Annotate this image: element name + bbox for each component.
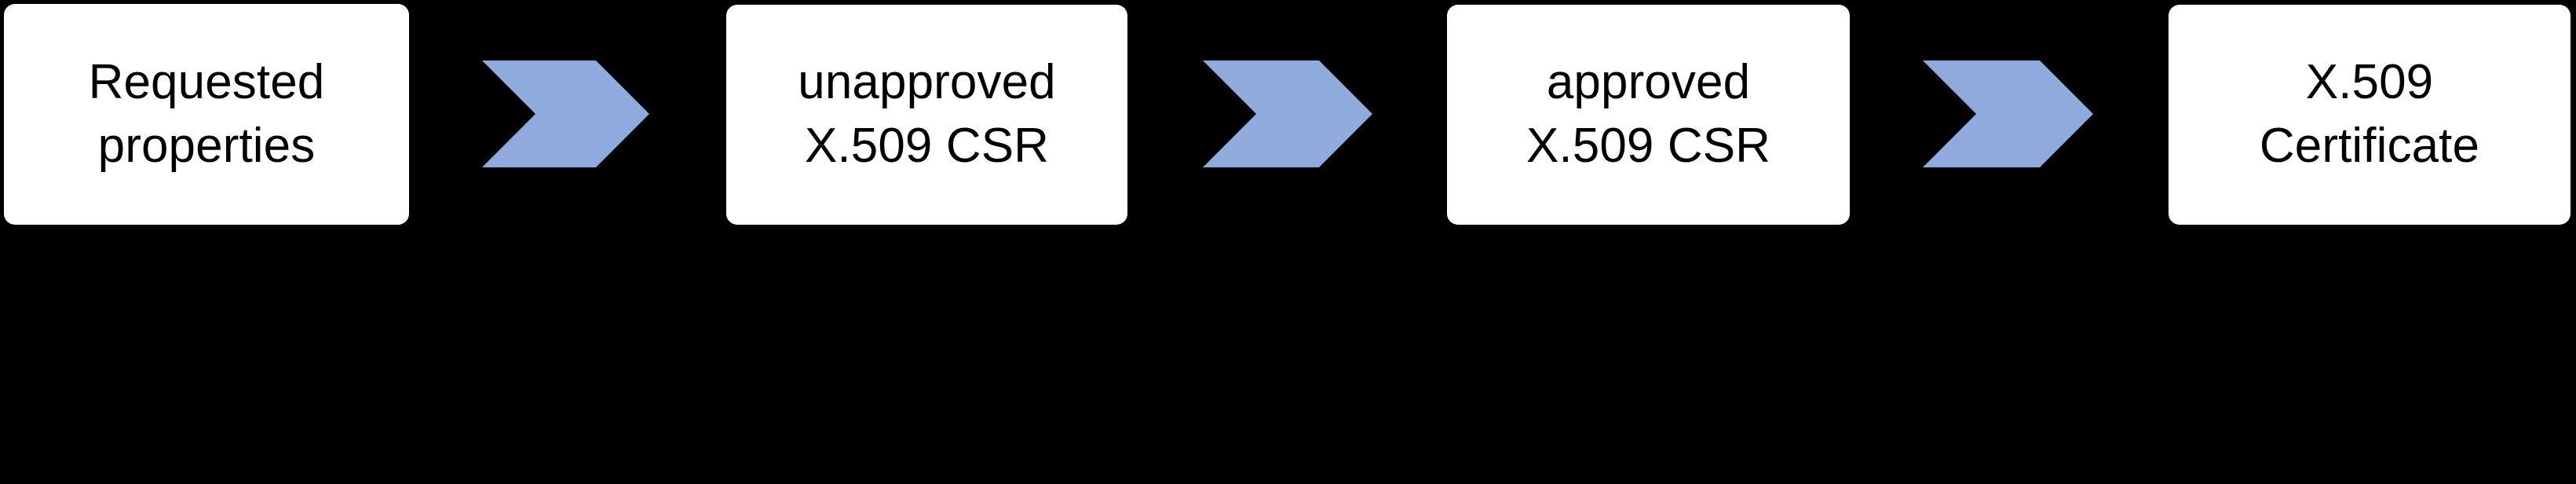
process-node-requested-properties[interactable]: Requested properties bbox=[4, 4, 409, 225]
chevron-right-icon bbox=[1203, 60, 1372, 167]
node-label-line-1: approved bbox=[1546, 55, 1751, 110]
process-node-x509-certificate[interactable]: X.509 Certificate bbox=[2169, 5, 2571, 225]
node-label-line-1: X.509 bbox=[2305, 55, 2434, 110]
node-label-line-1: Requested bbox=[88, 54, 325, 109]
node-label-line-2: X.509 CSR bbox=[1526, 119, 1771, 173]
chevron-right-icon bbox=[1923, 60, 2093, 167]
process-node-unapproved-csr[interactable]: unapproved X.509 CSR bbox=[726, 5, 1127, 225]
node-label-line-2: Certificate bbox=[2259, 119, 2480, 173]
node-label-line-2: properties bbox=[97, 118, 316, 173]
chevron-right-icon bbox=[482, 60, 649, 167]
process-node-approved-csr[interactable]: approved X.509 CSR bbox=[1447, 5, 1850, 225]
node-label-line-2: X.509 CSR bbox=[804, 119, 1050, 173]
node-label-line-1: unapproved bbox=[798, 55, 1056, 110]
